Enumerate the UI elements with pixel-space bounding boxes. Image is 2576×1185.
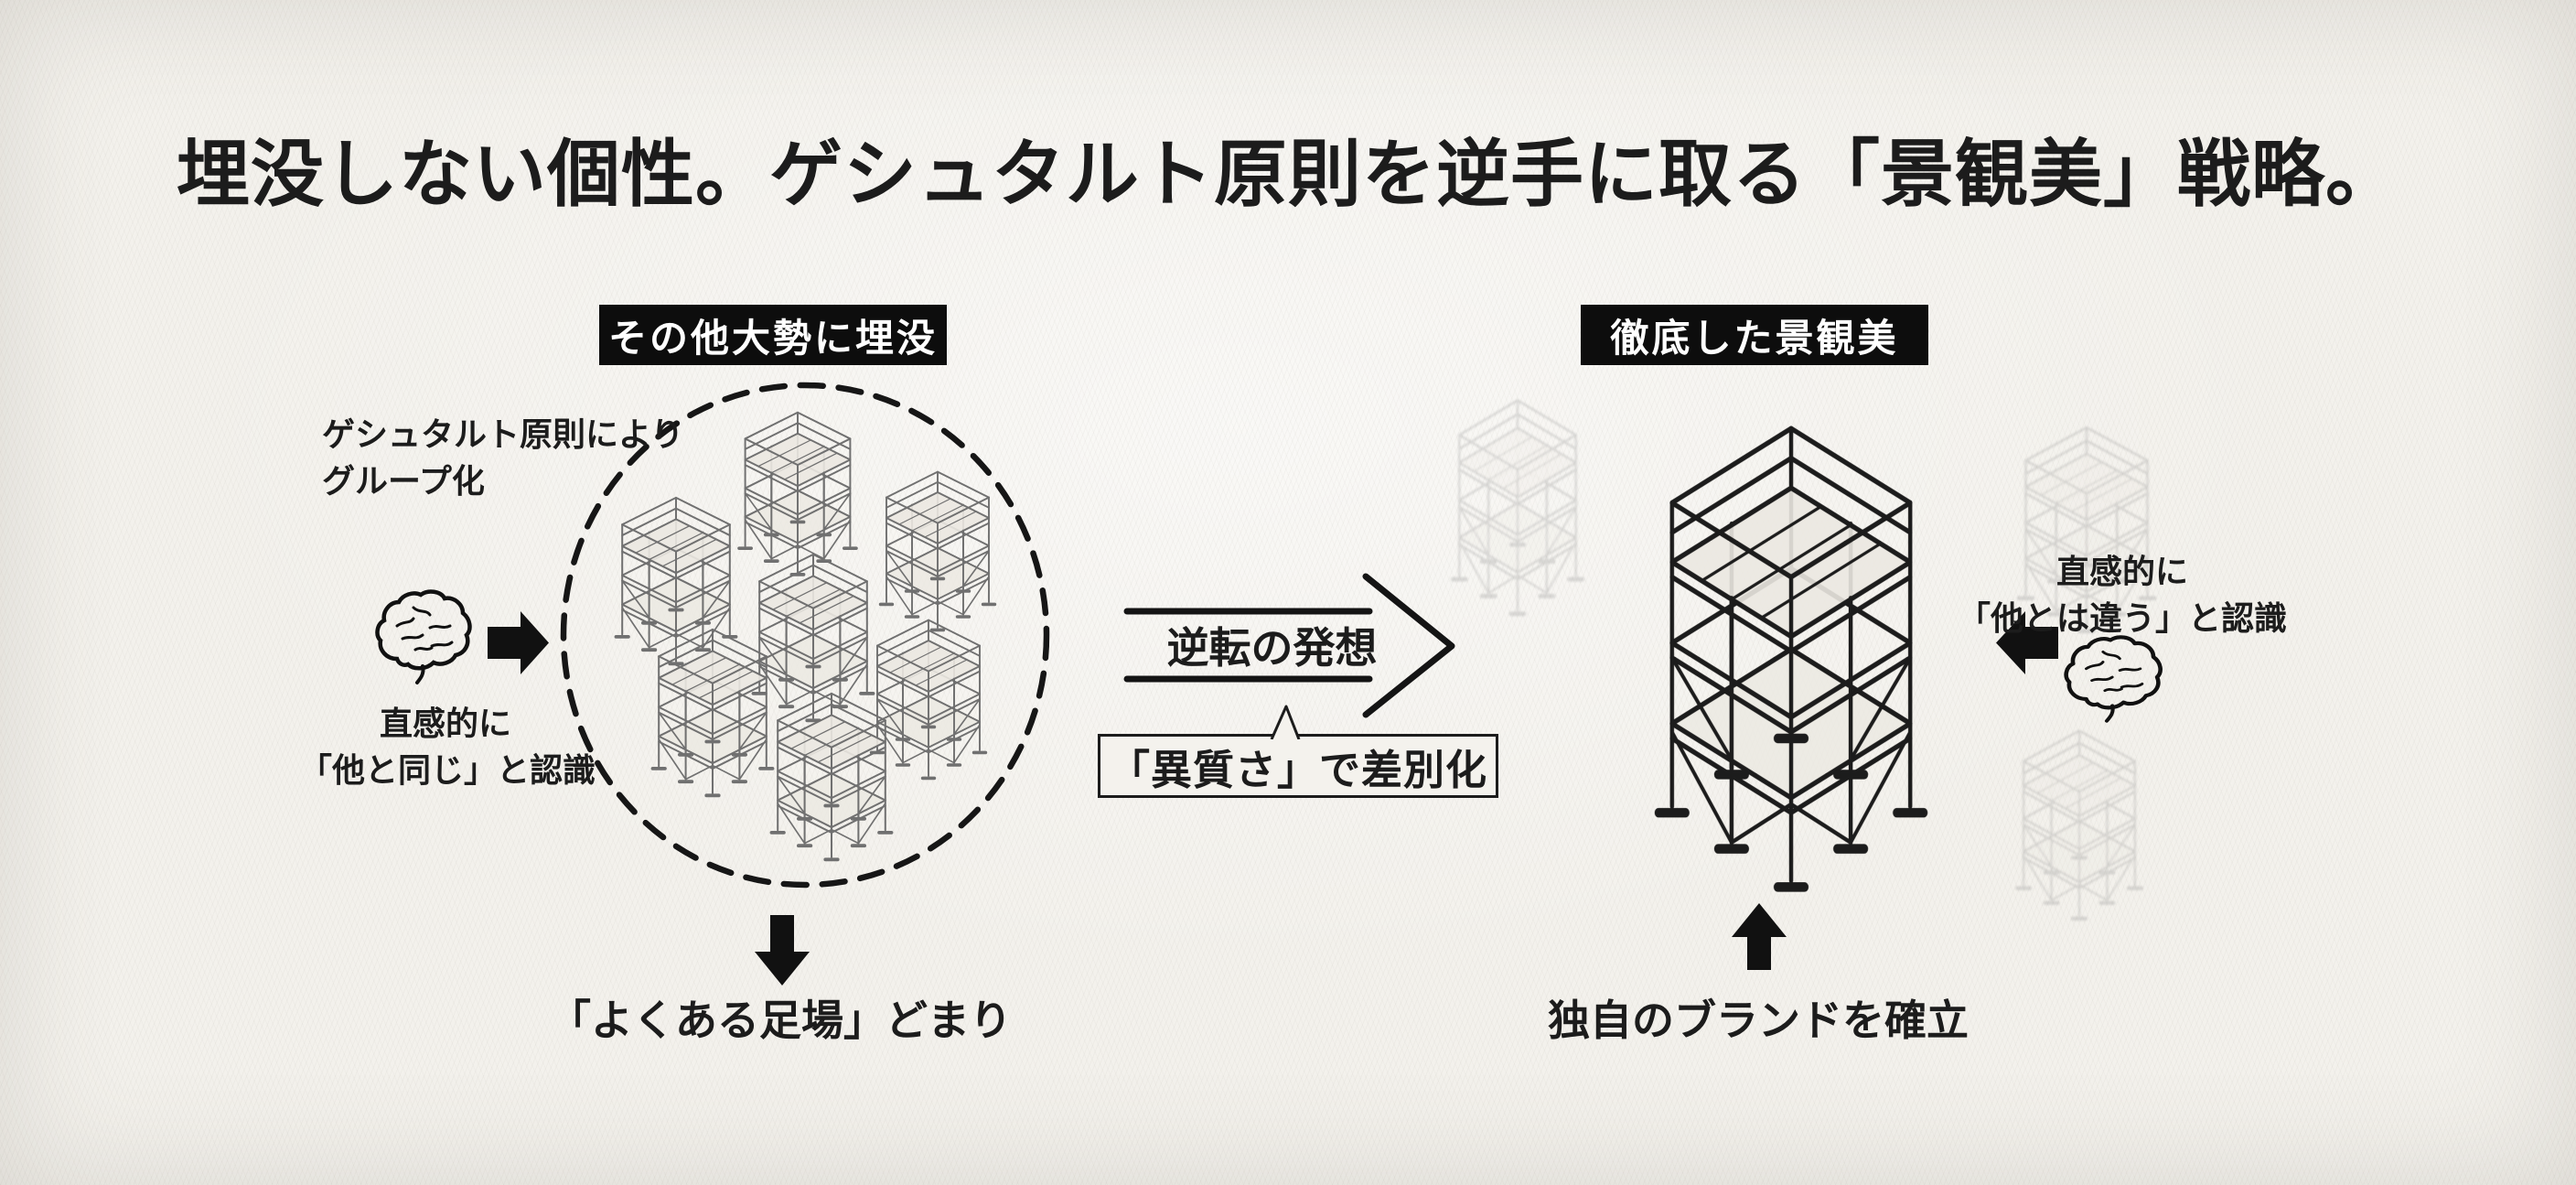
scaffold-tower [869, 618, 988, 781]
scaffold-tower [737, 410, 858, 576]
differentiation-callout-label: 「異質さ」で差別化 [1108, 747, 1487, 793]
right-perception-line1: 直感的に [2055, 554, 2188, 590]
right-section-header: 徹底した景観美 [1581, 305, 1928, 365]
arrow-down-icon [755, 915, 810, 986]
reversal-arrow-outline [1123, 573, 1455, 718]
hero-scaffold [1658, 428, 1924, 887]
page-title: 埋没しない個性。ゲシュタルト原則を逆手に取る「景観美」戦略。 [177, 135, 2399, 216]
arrow-right-icon [488, 611, 549, 674]
callout-pointer [1270, 705, 1301, 739]
left-perception-line1: 直感的に [379, 706, 511, 742]
right-outcome-label: 独自のブランドを確立 [1548, 997, 1969, 1044]
reversal-arrow-label: 逆転の発想 [1166, 625, 1378, 672]
grouping-label-line2: グループ化 [322, 463, 485, 501]
left-section-header: その他大勢に埋没 [599, 305, 947, 365]
grouping-label-line1: ゲシュタルト原則により [322, 416, 684, 453]
scaffold-tower [769, 691, 894, 862]
left-outcome-label: 「よくある足場」どまり [549, 997, 1012, 1044]
grouping-label: ゲシュタルト原則により グループ化 [322, 412, 683, 505]
differentiation-callout: 「異質さ」で差別化 [1098, 705, 1498, 798]
arrow-up-icon [1732, 903, 1787, 970]
left-section-header-label: その他大勢に埋没 [607, 318, 938, 361]
left-perception-line2: 「他と同じ」と認識 [299, 752, 596, 790]
ghost-scaffold [2017, 731, 2141, 919]
scaffold-tower [614, 495, 738, 666]
right-perception-line2: 「他とは違う」と認識 [1958, 600, 2288, 638]
left-perception-label: 直感的に 「他と同じ」と認識 [299, 701, 596, 794]
arrow-left-icon [1996, 611, 2058, 674]
right-perception-label: 直感的に 「他とは違う」と認識 [1958, 549, 2287, 642]
ghost-scaffold [1453, 401, 1583, 614]
gestalt-group-circle [560, 382, 1050, 889]
scaffold-tower [878, 469, 997, 632]
brain-icon [2064, 635, 2163, 723]
scaffold-tower [751, 552, 875, 723]
brain-icon [375, 589, 472, 684]
right-section-header-label: 徹底した景観美 [1610, 318, 1899, 361]
scaffold-tower [650, 627, 775, 798]
